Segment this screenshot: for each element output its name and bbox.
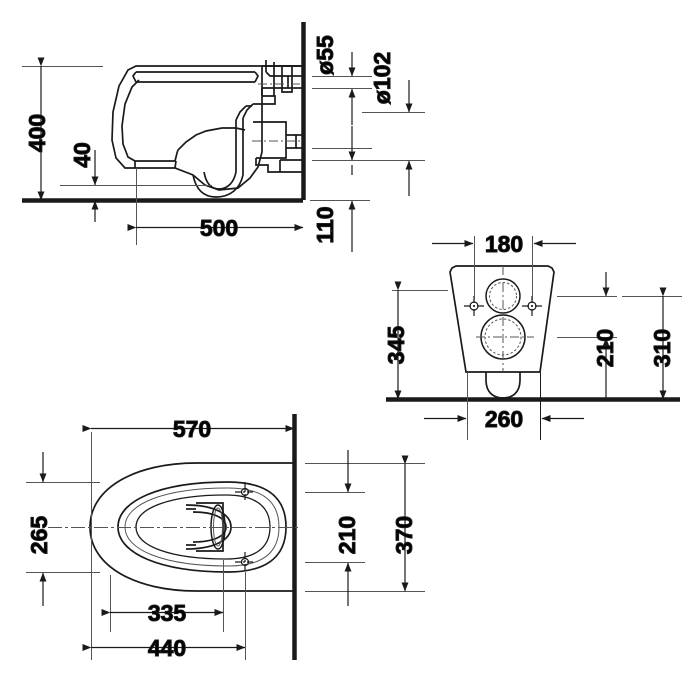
dim-dia-55 xyxy=(312,52,372,161)
front-elevation-view: 180 345 260 210 310 xyxy=(383,231,682,440)
dim-label-210-front: 210 xyxy=(592,329,618,367)
dim-dia-102 xyxy=(362,80,425,196)
toilet-section-outline xyxy=(111,60,303,198)
dim-label-500: 500 xyxy=(200,215,238,241)
toilet-front-outline xyxy=(449,265,555,399)
dim-label-400: 400 xyxy=(24,114,50,152)
dim-210-front xyxy=(557,272,617,398)
centreline-outlets-side xyxy=(252,83,302,142)
dim-370 xyxy=(358,455,425,592)
dim-label-40: 40 xyxy=(69,142,95,168)
dim-label-370: 370 xyxy=(391,516,417,554)
dim-335 xyxy=(101,560,224,632)
dim-345 xyxy=(392,281,448,400)
dim-label-265: 265 xyxy=(26,516,52,555)
dim-210-plan xyxy=(305,450,365,606)
dim-label-335: 335 xyxy=(148,600,187,626)
dim-label-dia-102: ø102 xyxy=(369,52,395,104)
dim-500 xyxy=(127,168,304,245)
dim-440 xyxy=(82,500,246,660)
dim-label-345: 345 xyxy=(383,326,409,365)
dim-260 xyxy=(424,372,584,440)
dim-310 xyxy=(622,287,682,400)
dim-570 xyxy=(82,425,295,500)
dim-label-310: 310 xyxy=(649,329,675,367)
side-section-view: 400 40 500 ø55 ø102 110 xyxy=(22,22,425,252)
plan-bolt-holes xyxy=(235,482,255,572)
dim-265 xyxy=(26,452,100,606)
dim-label-110: 110 xyxy=(312,206,338,243)
dim-label-570: 570 xyxy=(173,416,211,442)
plan-top-view: 570 265 335 440 210 370 xyxy=(26,414,425,662)
dim-400 xyxy=(22,57,103,201)
centrelines-front xyxy=(476,266,534,372)
dim-label-260: 260 xyxy=(485,406,523,432)
dim-label-180: 180 xyxy=(485,231,523,257)
dim-label-210-plan: 210 xyxy=(334,516,360,554)
dim-110 xyxy=(310,165,370,252)
dim-180 xyxy=(432,236,576,300)
dim-label-440: 440 xyxy=(148,635,186,661)
dim-label-dia-55: ø55 xyxy=(312,35,338,75)
